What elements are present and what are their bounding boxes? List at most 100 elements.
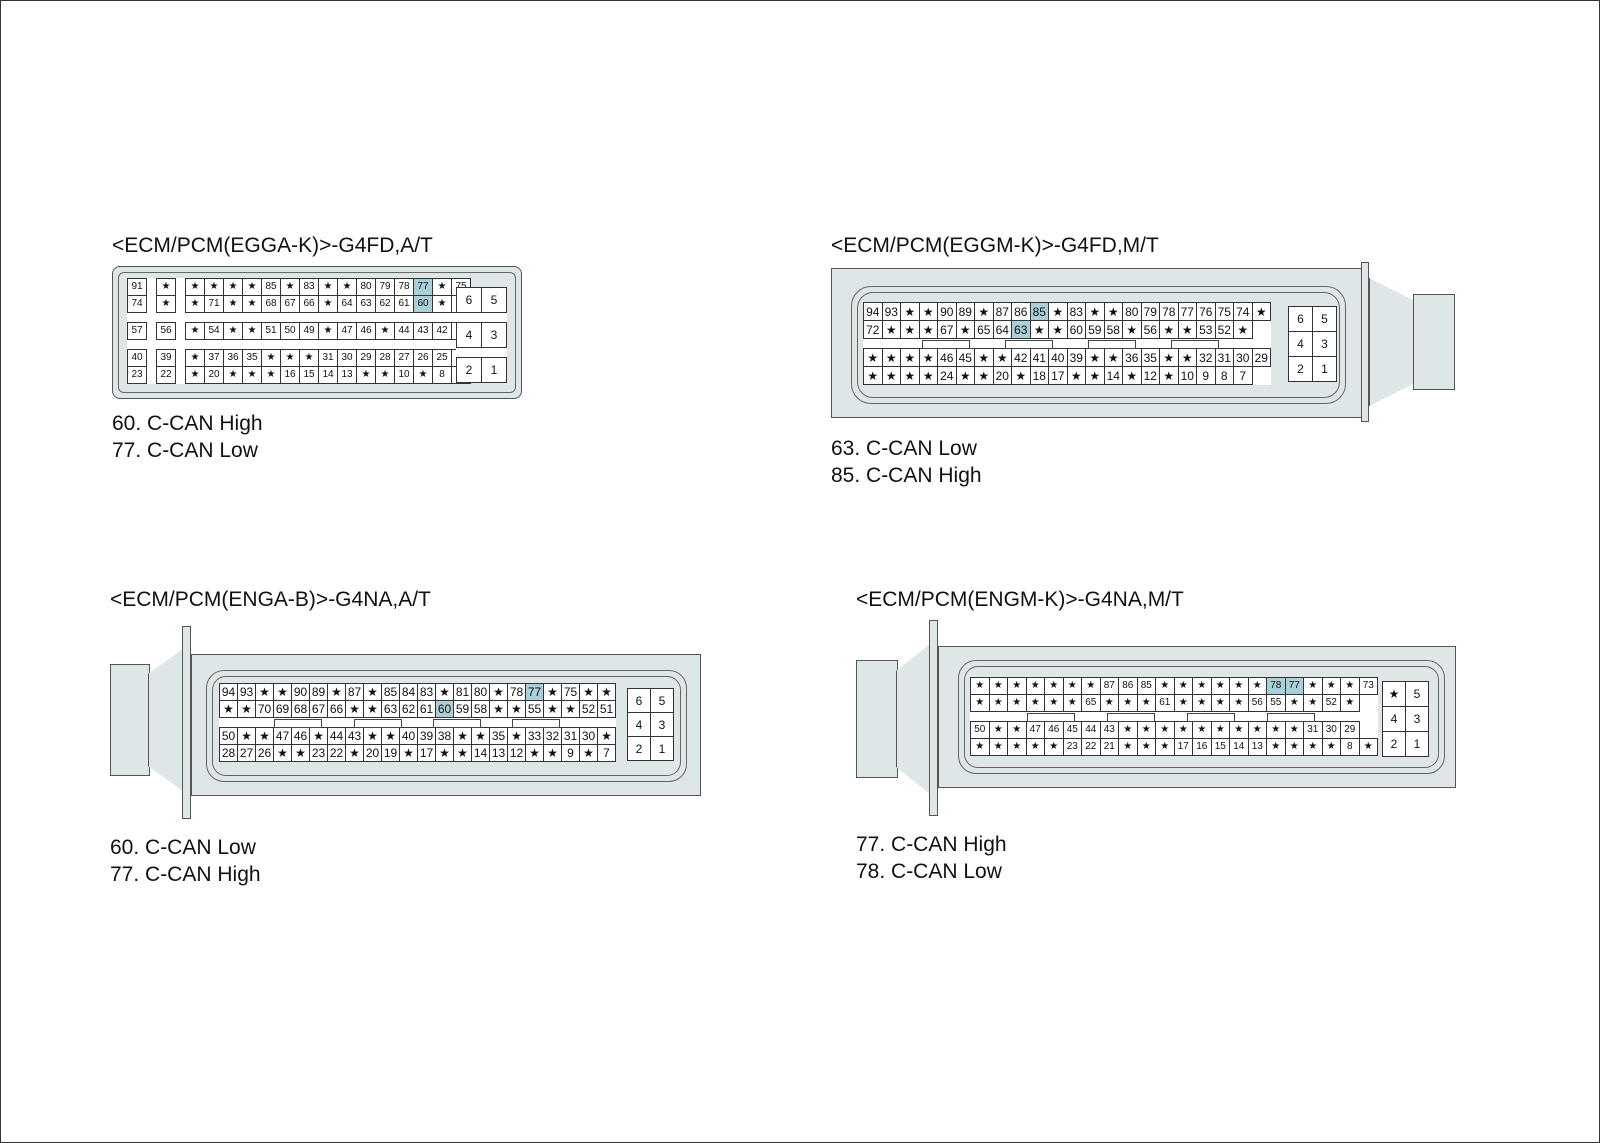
- pin-59: 59: [453, 700, 472, 718]
- unused-pin-star-icon: ★: [881, 348, 901, 367]
- pin-22: 22: [327, 744, 346, 762]
- unused-pin-star-icon: ★: [1382, 681, 1406, 707]
- unused-pin-star-icon: ★: [204, 278, 224, 296]
- unused-pin-star-icon: ★: [237, 700, 256, 718]
- pin-87: 87: [345, 683, 364, 701]
- column-spacer: [147, 296, 157, 313]
- pin-44: 44: [1081, 721, 1101, 739]
- pin-1: 1: [1312, 356, 1337, 382]
- pin-85: 85: [1136, 677, 1156, 695]
- pin-78: 78: [394, 278, 414, 296]
- unused-pin-star-icon: ★: [1025, 738, 1045, 756]
- connector-2-lock-body: [1413, 294, 1455, 390]
- unused-pin-star-icon: ★: [1155, 738, 1175, 756]
- pin-71: 71: [204, 295, 224, 313]
- pin-83: 83: [1066, 302, 1086, 321]
- column-spacer: [176, 350, 186, 367]
- pin-33: 33: [525, 727, 544, 745]
- pin-30: 30: [1321, 721, 1341, 739]
- pin-76: 76: [1196, 302, 1216, 321]
- pin-60: 60: [1066, 320, 1086, 339]
- unused-pin-star-icon: ★: [900, 366, 920, 385]
- unused-pin-star-icon: ★: [1177, 320, 1197, 339]
- pin-83: 83: [417, 683, 436, 701]
- pin-26: 26: [255, 744, 274, 762]
- pin-87: 87: [1099, 677, 1119, 695]
- unused-pin-star-icon: ★: [507, 700, 526, 718]
- connector-4-latch-slot: [1107, 713, 1155, 722]
- unused-pin-star-icon: ★: [375, 322, 395, 340]
- unused-pin-star-icon: ★: [507, 727, 526, 745]
- unused-pin-star-icon: ★: [1066, 366, 1086, 385]
- column-spacer: [176, 367, 186, 384]
- unused-pin-star-icon: ★: [1155, 721, 1175, 739]
- unused-pin-star-icon: ★: [955, 320, 975, 339]
- unused-pin-star-icon: ★: [337, 278, 357, 296]
- unused-pin-star-icon: ★: [1173, 694, 1193, 712]
- pin-68: 68: [291, 700, 310, 718]
- pin-58: 58: [471, 700, 490, 718]
- unused-pin-star-icon: ★: [1029, 320, 1049, 339]
- unused-pin-star-icon: ★: [955, 366, 975, 385]
- pin-7: 7: [597, 744, 616, 762]
- pin-64: 64: [992, 320, 1012, 339]
- pin-46: 46: [937, 348, 957, 367]
- pin-22: 22: [1081, 738, 1101, 756]
- pin-20: 20: [363, 744, 382, 762]
- pin-31: 31: [1303, 721, 1323, 739]
- unused-pin-star-icon: ★: [579, 744, 598, 762]
- unused-pin-star-icon: ★: [375, 366, 395, 384]
- unused-pin-star-icon: ★: [1303, 677, 1323, 695]
- unused-pin-star-icon: ★: [1247, 677, 1267, 695]
- pin-19: 19: [381, 744, 400, 762]
- connector-2-latch-slot: [1171, 340, 1219, 349]
- connector-4-lock-body: [856, 660, 898, 778]
- unused-pin-star-icon: ★: [242, 366, 262, 384]
- pin-46: 46: [356, 322, 376, 340]
- unused-pin-star-icon: ★: [223, 322, 243, 340]
- unused-pin-star-icon: ★: [299, 349, 319, 367]
- unused-pin-star-icon: ★: [1210, 677, 1230, 695]
- pin-77-highlighted: 77: [1284, 677, 1304, 695]
- unused-pin-star-icon: ★: [432, 295, 452, 313]
- unused-pin-star-icon: ★: [432, 278, 452, 296]
- unused-pin-star-icon: ★: [881, 320, 901, 339]
- pin-15: 15: [1210, 738, 1230, 756]
- pin-85: 85: [381, 683, 400, 701]
- connector-4-flange: [929, 620, 938, 816]
- connector-2-flange: [1361, 262, 1369, 422]
- pin-66: 66: [299, 295, 319, 313]
- pin-55: 55: [1266, 694, 1286, 712]
- unused-pin-star-icon: ★: [356, 366, 376, 384]
- unused-pin-star-icon: ★: [1007, 694, 1027, 712]
- unused-pin-star-icon: ★: [399, 744, 418, 762]
- unused-pin-star-icon: ★: [1099, 694, 1119, 712]
- connector-4-legend-line: 77. C-CAN High: [856, 833, 1007, 856]
- connector-1-pin-grid: 91★★★★★85★83★★80797877★7574★★71★★686766★…: [127, 278, 471, 384]
- pin-47: 47: [1025, 721, 1045, 739]
- connector-1-title: <ECM/PCM(EGGA-K)>-G4FD,A/T: [112, 234, 433, 257]
- column-spacer: [176, 279, 186, 296]
- unused-pin-star-icon: ★: [327, 683, 346, 701]
- connector-4-legend-line: 78. C-CAN Low: [856, 860, 1002, 883]
- pin-75: 75: [1214, 302, 1234, 321]
- unused-pin-star-icon: ★: [363, 683, 382, 701]
- pin-42: 42: [432, 322, 452, 340]
- unused-pin-star-icon: ★: [543, 744, 562, 762]
- pin-23: 23: [1062, 738, 1082, 756]
- pin-20: 20: [204, 366, 224, 384]
- pin-47: 47: [273, 727, 292, 745]
- unused-pin-star-icon: ★: [974, 366, 994, 385]
- pin-30: 30: [337, 349, 357, 367]
- connector-2-title: <ECM/PCM(EGGM-K)>-G4FD,M/T: [831, 234, 1159, 257]
- connector-3-legend-line: 60. C-CAN Low: [110, 836, 256, 859]
- pin-73: 73: [1358, 677, 1378, 695]
- connector-3-latch-slot: [512, 719, 560, 728]
- pin-41: 41: [1029, 348, 1049, 367]
- pin-77: 77: [1177, 302, 1197, 321]
- pin-64: 64: [337, 295, 357, 313]
- unused-pin-star-icon: ★: [988, 677, 1008, 695]
